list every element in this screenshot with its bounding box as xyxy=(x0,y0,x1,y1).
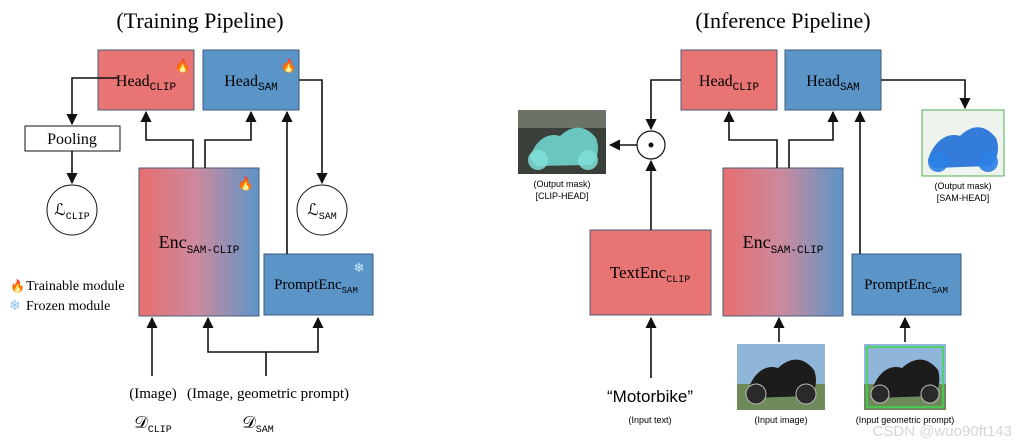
inference-head-sam-label: HeadSAM xyxy=(806,73,860,94)
training-prompt-enc-label: PromptEncSAM xyxy=(274,277,358,296)
inference-prompt-enc-box xyxy=(851,253,962,316)
inference-head-clip-box xyxy=(680,49,778,111)
text-enc-label: TextEncCLIP xyxy=(610,263,690,286)
inference-encoder-label: EncSAM-CLIP xyxy=(743,232,824,257)
dataset-clip-label: 𝒟CLIP xyxy=(134,413,172,436)
output-mask-right-caption-2: [SAM-HEAD] xyxy=(937,193,990,203)
fire-icon: 🔥 xyxy=(281,58,297,73)
training-encoder-label: EncSAM-CLIP xyxy=(159,232,240,257)
dot-product-icon xyxy=(648,142,654,148)
loss-sam-label: ℒSAM xyxy=(307,202,337,223)
pooling-box xyxy=(24,125,121,152)
fire-icon: 🔥 xyxy=(10,279,25,293)
input-text-caption: (Input text) xyxy=(628,415,671,425)
motorbike-photo xyxy=(737,344,825,410)
inference-head-clip-label: HeadCLIP xyxy=(699,73,760,94)
dataset-sam-label: 𝒟SAM xyxy=(242,413,274,436)
output-mask-right-caption-1: (Output mask) xyxy=(934,181,991,191)
training-head-clip-box xyxy=(97,49,195,111)
loss-clip-label: ℒCLIP xyxy=(54,202,90,223)
text-enc-box xyxy=(589,229,712,316)
inference-head-sam-box xyxy=(784,49,882,111)
snowflake-icon: ❄ xyxy=(354,260,365,275)
training-encoder-box xyxy=(138,167,260,317)
motorbike-mask-image xyxy=(921,109,1005,177)
training-head-sam-label: HeadSAM xyxy=(224,73,278,94)
loss-sam-circle xyxy=(296,184,348,236)
training-prompt-enc-box xyxy=(263,253,374,316)
pooling-label: Pooling xyxy=(47,131,97,148)
training-input-image-prompt: (Image, geometric prompt) xyxy=(187,386,349,402)
input-text-quote: “Motorbike” xyxy=(607,387,693,406)
fire-icon: 🔥 xyxy=(175,58,191,73)
inference-encoder-box xyxy=(722,167,844,317)
fire-icon: 🔥 xyxy=(238,176,254,191)
training-pipeline: (Training Pipeline) HeadCLIP 🔥 HeadSAM 🔥… xyxy=(9,8,374,436)
inference-pipeline: (Inference Pipeline) HeadCLIP HeadSAM (O… xyxy=(518,8,1012,440)
inference-arrows xyxy=(608,79,971,378)
legend-trainable: Trainable module xyxy=(26,279,125,294)
training-arrows xyxy=(66,77,328,376)
inference-prompt-enc-label: PromptEncSAM xyxy=(864,277,948,296)
training-title: (Training Pipeline) xyxy=(116,8,283,33)
motorbike-photo-with-box xyxy=(864,344,946,410)
output-mask-left-caption-1: (Output mask) xyxy=(533,179,590,189)
input-image-caption: (Input image) xyxy=(754,415,807,425)
watermark: CSDN @wuo90ft143 xyxy=(873,423,1012,440)
inference-title: (Inference Pipeline) xyxy=(695,8,870,33)
snowflake-icon: ❄ xyxy=(9,299,21,314)
output-mask-left-caption-2: [CLIP-HEAD] xyxy=(535,191,588,201)
training-head-clip-label: HeadCLIP xyxy=(116,73,177,94)
loss-clip-circle xyxy=(46,184,98,236)
legend-frozen: Frozen module xyxy=(26,299,110,314)
motorbike-mask-image xyxy=(518,110,606,174)
training-input-image: (Image) xyxy=(129,386,176,402)
input-prompt-caption: (Input geometric prompt) xyxy=(856,415,955,425)
